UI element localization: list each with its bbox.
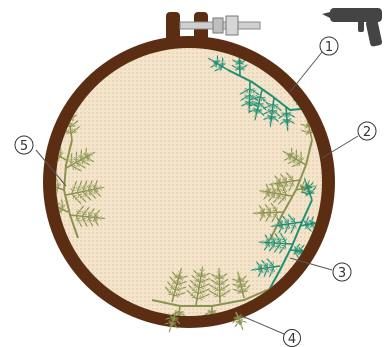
callout-5-label: 5	[20, 139, 28, 154]
callout-2-label: 2	[363, 125, 371, 140]
callout-4: 4	[284, 330, 301, 347]
callout-3: 3	[333, 263, 351, 281]
callout-1-label: 1	[325, 40, 333, 55]
callout-3-label: 3	[338, 266, 346, 281]
callout-line-4	[242, 316, 284, 334]
callout-4-label: 4	[288, 332, 296, 347]
callout-1: 1	[320, 37, 338, 55]
callout-5: 5	[15, 136, 33, 154]
callout-2: 2	[358, 122, 376, 140]
callout-line-1	[290, 52, 322, 92]
